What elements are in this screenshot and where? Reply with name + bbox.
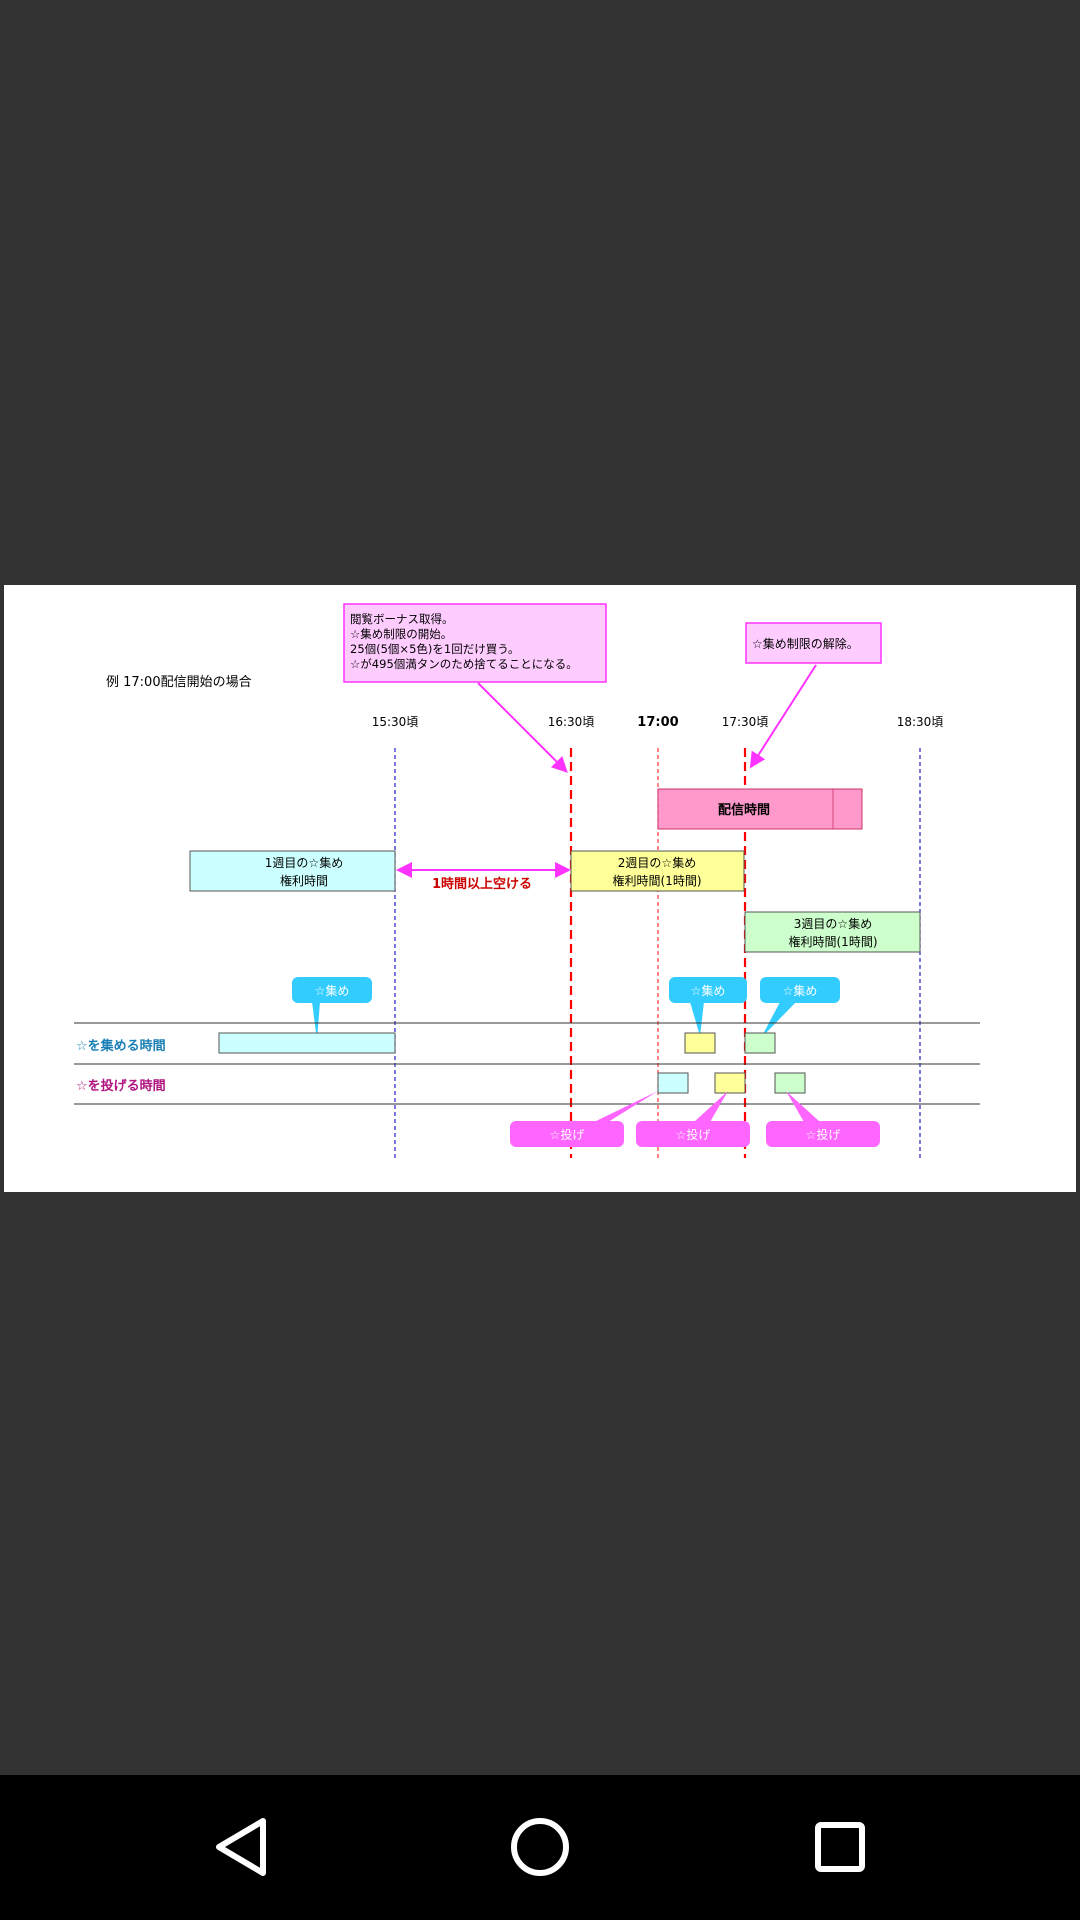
home-button[interactable] bbox=[485, 1797, 595, 1897]
time-label-1630: 16:30頃 bbox=[548, 715, 595, 729]
back-button[interactable] bbox=[186, 1797, 296, 1897]
throw-bubble-2-text: ☆投げ bbox=[676, 1127, 711, 1142]
week2-box: 2週目の☆集め 権利時間(1時間) bbox=[570, 850, 745, 892]
image-viewer: 例 17:00配信開始の場合 閲覧ボーナス取得。 ☆集め制限の開始。 25個(5… bbox=[4, 585, 1076, 1192]
callout-release-arrow bbox=[749, 664, 817, 769]
week2-line-1: 2週目の☆集め bbox=[618, 855, 696, 870]
collect-bar-week2 bbox=[684, 1032, 716, 1054]
time-label-1700: 17:00 bbox=[637, 715, 678, 730]
week3-line-1: 3週目の☆集め bbox=[794, 916, 872, 931]
collect-bar-week3 bbox=[744, 1032, 776, 1054]
callout-bonus: 閲覧ボーナス取得。 ☆集め制限の開始。 25個(5個×5色)を1回だけ買う。 ☆… bbox=[343, 603, 607, 683]
throw-bubble-2: ☆投げ bbox=[636, 1091, 750, 1147]
recents-square-icon bbox=[815, 1822, 865, 1872]
back-triangle-icon bbox=[216, 1818, 266, 1876]
throw-bubble-3-text: ☆投げ bbox=[806, 1127, 841, 1142]
callout-release-text: ☆集め制限の解除。 bbox=[752, 636, 859, 651]
row-throw-label: ☆を投げる時間 bbox=[76, 1078, 166, 1094]
week1-box: 1週目の☆集め 権利時間 bbox=[189, 850, 396, 892]
diagram-title: 例 17:00配信開始の場合 bbox=[106, 675, 252, 690]
system-navigation-bar bbox=[0, 1775, 1080, 1920]
week2-line-2: 権利時間(1時間) bbox=[613, 873, 702, 888]
throw-bar-1 bbox=[657, 1072, 689, 1094]
callout-bonus-arrow bbox=[477, 682, 568, 773]
time-label-1830: 18:30頃 bbox=[897, 715, 944, 729]
throw-bar-3 bbox=[774, 1072, 806, 1094]
week1-line-1: 1週目の☆集め bbox=[265, 855, 343, 870]
week3-line-2: 権利時間(1時間) bbox=[789, 934, 878, 949]
document-image[interactable]: 例 17:00配信開始の場合 閲覧ボーナス取得。 ☆集め制限の開始。 25個(5… bbox=[4, 585, 1076, 1192]
callout-bonus-line-3: 25個(5個×5色)を1回だけ買う。 bbox=[350, 642, 520, 656]
collect-bubble-3-text: ☆集め bbox=[783, 983, 818, 998]
throw-bubble-1-text: ☆投げ bbox=[550, 1127, 585, 1142]
callout-release: ☆集め制限の解除。 bbox=[745, 622, 882, 664]
callout-bonus-line-2: ☆集め制限の開始。 bbox=[350, 627, 452, 641]
throw-bubble-3: ☆投げ bbox=[766, 1091, 880, 1147]
broadcast-time-bar: 配信時間 bbox=[657, 788, 863, 830]
collect-bubble-3: ☆集め bbox=[760, 977, 840, 1038]
home-circle-icon bbox=[511, 1818, 569, 1876]
row-collect-label: ☆を集める時間 bbox=[76, 1038, 166, 1054]
time-label-1730: 17:30頃 bbox=[722, 715, 769, 729]
collect-bubble-1: ☆集め bbox=[292, 977, 372, 1040]
throw-bar-2 bbox=[714, 1072, 746, 1094]
collect-bar-week1 bbox=[218, 1032, 396, 1054]
timeline-diagram: 例 17:00配信開始の場合 閲覧ボーナス取得。 ☆集め制限の開始。 25個(5… bbox=[74, 603, 980, 1158]
week3-box: 3週目の☆集め 権利時間(1時間) bbox=[744, 911, 921, 953]
time-label-1530: 15:30頃 bbox=[372, 715, 419, 729]
week1-line-2: 権利時間 bbox=[280, 873, 328, 888]
callout-bonus-line-4: ☆が495個満タンのため捨てることになる。 bbox=[350, 657, 578, 671]
broadcast-time-label: 配信時間 bbox=[718, 802, 770, 818]
collect-bubble-1-text: ☆集め bbox=[315, 983, 350, 998]
collect-bubble-2: ☆集め bbox=[669, 977, 747, 1036]
callout-bonus-line-1: 閲覧ボーナス取得。 bbox=[350, 612, 454, 626]
collect-bubble-2-text: ☆集め bbox=[691, 983, 726, 998]
gap-label: 1時間以上空ける bbox=[432, 876, 532, 892]
throw-bubble-1: ☆投げ bbox=[510, 1091, 658, 1147]
recents-button[interactable] bbox=[785, 1797, 895, 1897]
